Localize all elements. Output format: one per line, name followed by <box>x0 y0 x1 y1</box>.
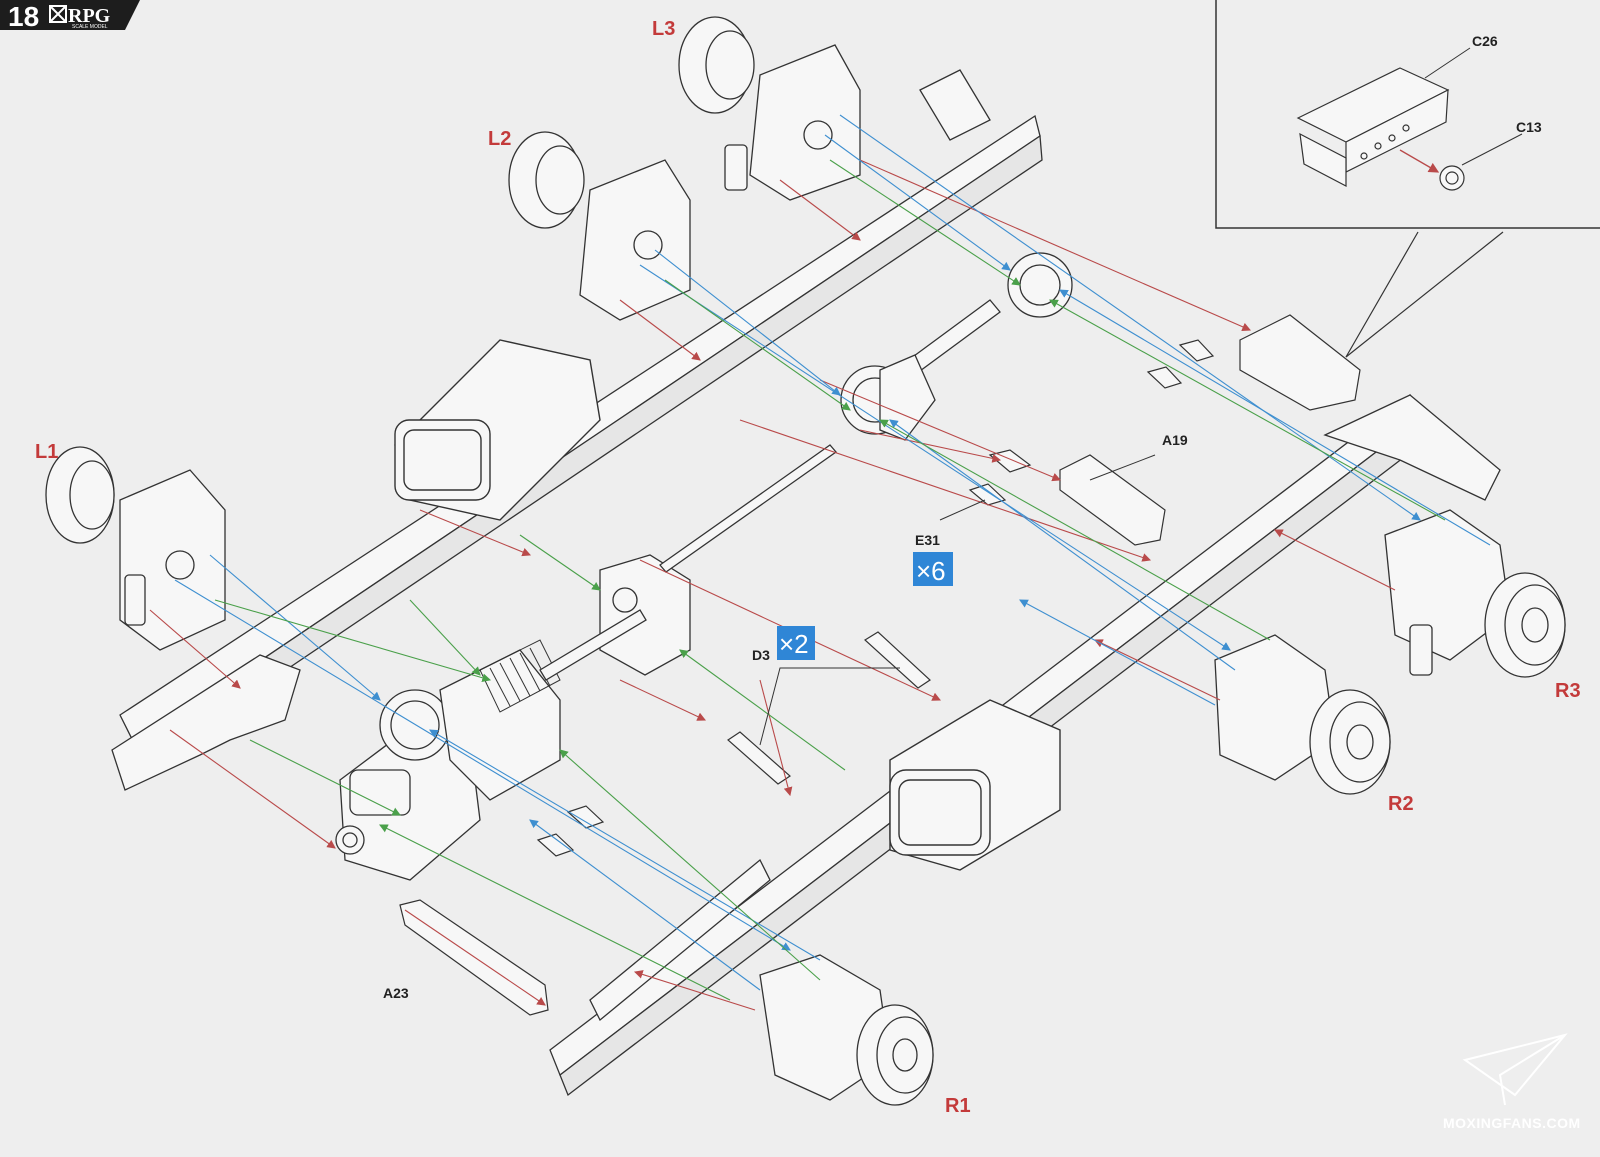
step-number: 18 <box>8 1 39 32</box>
watermark-text: MOXINGFANS.COM <box>1443 1115 1581 1131</box>
assembly-lines-red <box>149 159 1396 1011</box>
side-label-r3: R3 <box>1555 680 1581 702</box>
chassis-frame <box>111 69 1501 1097</box>
brand-logo-icon <box>49 5 67 23</box>
engine-assembly <box>335 639 561 881</box>
watermark: MOXINGFANS.COM <box>1443 1033 1581 1131</box>
pin-d3-b <box>727 731 791 785</box>
part-label-e31: E31 <box>915 532 940 548</box>
step-badge: 18 RPG SCALE MODEL <box>0 0 140 32</box>
front-bumper-bracket <box>111 654 301 791</box>
part-a23-bracket <box>399 899 549 1016</box>
side-label-l3: L3 <box>652 18 675 40</box>
side-label-r1: R1 <box>945 1095 971 1117</box>
brand-name: RPG <box>68 5 111 27</box>
part-label-a23: A23 <box>383 985 409 1001</box>
assembly-lines-green <box>214 159 1446 1001</box>
callout-leaders <box>759 454 1156 746</box>
qty-badge-e31: ×6 <box>913 552 953 586</box>
intercooler-grille <box>479 639 561 713</box>
part-label-c26: C26 <box>1472 33 1498 49</box>
part-battery-box <box>1239 314 1361 411</box>
axle-module-R3 <box>1384 509 1566 678</box>
axle-module-R1 <box>759 954 934 1106</box>
qty-e31: ×6 <box>916 556 946 586</box>
axle-module-L1 <box>45 446 226 651</box>
pins <box>536 339 1215 857</box>
driveshafts <box>539 299 1001 681</box>
part-label-a19: A19 <box>1162 432 1188 448</box>
transfer-case <box>599 554 691 676</box>
brand-subtitle: SCALE MODEL <box>72 24 108 30</box>
part-label-c13: C13 <box>1516 119 1542 135</box>
front-crossmember <box>589 858 771 1022</box>
qty-badge-d3: ×2 <box>777 626 815 660</box>
part-c26-bracket <box>1296 67 1450 187</box>
part-c13-knob <box>1399 149 1465 191</box>
fuel-tank-left <box>394 339 601 521</box>
side-label-l2: L2 <box>488 128 511 150</box>
part-a19-plate <box>1059 454 1166 546</box>
side-label-l1: L1 <box>35 441 58 463</box>
axle-module-L2 <box>508 131 691 321</box>
detail-inset: C26 C13 <box>1215 0 1600 358</box>
qty-d3: ×2 <box>779 629 809 659</box>
fuel-tank-right <box>889 699 1061 871</box>
side-label-r2: R2 <box>1388 793 1414 815</box>
paper-plane-logo-icon <box>1462 1033 1568 1106</box>
axle-module-L3 <box>678 16 861 201</box>
rear-crossmember <box>1323 394 1501 501</box>
part-label-d3: D3 <box>752 647 770 663</box>
axle-module-R2 <box>1214 634 1391 795</box>
pin-d3-a <box>864 631 931 689</box>
